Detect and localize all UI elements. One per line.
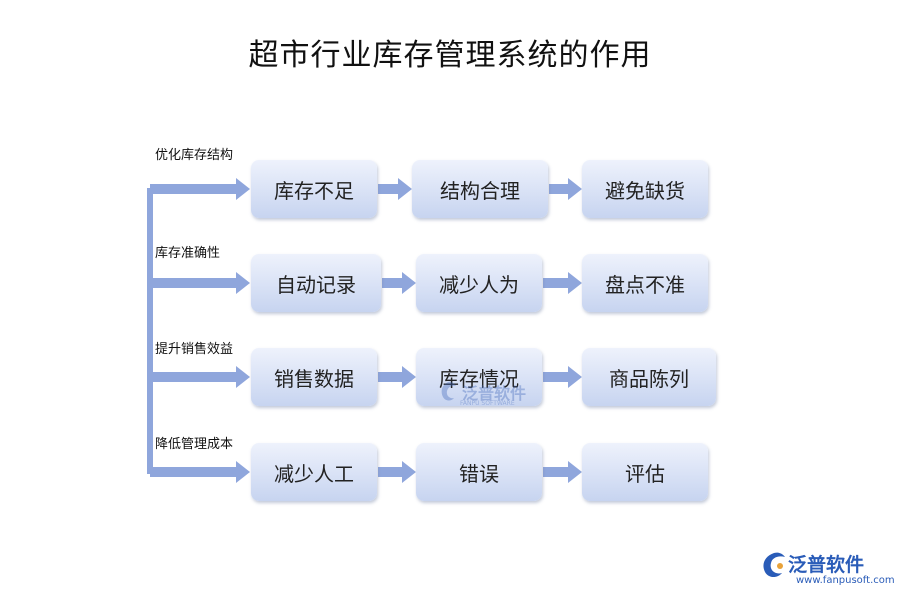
flow-box-3-1: 销售数据 [251,348,377,406]
flow-box-3-2: 库存情况 [416,348,542,406]
flow-arrow-1-1 [378,178,412,200]
flow-box-2-2: 减少人为 [416,254,542,312]
watermark-text: 泛普软件 [462,384,527,403]
flow-box-4-3: 评估 [582,443,708,501]
flow-arrow-4-2 [543,461,582,483]
flow-arrow-1-2 [549,178,582,200]
row-label-2: 库存准确性 [155,246,221,261]
brand-url: www.fanpusoft.com [796,575,895,586]
flow-box-1-3: 避免缺货 [582,160,708,218]
flow-box-4-2: 错误 [416,443,542,501]
trunk-line [147,188,153,474]
flow-box-1-2: 结构合理 [412,160,548,218]
flow-arrow-2-1 [382,272,416,294]
flow-box-1-1: 库存不足 [251,160,377,218]
page-title: 超市行业库存管理系统的作用 [248,38,652,73]
flow-arrow-3-2 [543,366,582,388]
row-label-4: 降低管理成本 [155,437,234,452]
flow-arrow-4-1 [378,461,416,483]
branch-arrow-3 [150,366,250,388]
flow-arrow-2-2 [543,272,582,294]
fanpu-logo-icon [441,381,456,401]
watermark: 泛普软件 FANPU SOFTWARE [438,380,527,407]
branch-arrow-2 [150,272,250,294]
branch-arrow-4 [150,461,250,483]
flow-box-3-3: 商品陈列 [582,348,716,406]
flow-box-4-1: 减少人工 [251,443,377,501]
brand-logo: 泛普软件 www.fanpusoft.com [758,548,895,588]
brand-name: 泛普软件 [788,554,865,576]
flow-box-2-1: 自动记录 [251,254,381,312]
branch-arrow-1 [150,178,250,200]
row-label-3: 提升销售效益 [155,342,234,357]
row-label-1: 优化库存结构 [155,148,234,163]
watermark-subtext: FANPU SOFTWARE [460,400,515,407]
flow-arrow-3-1 [378,366,416,388]
fanpu-logo-icon [763,552,785,578]
flow-box-2-3: 盘点不准 [582,254,708,312]
